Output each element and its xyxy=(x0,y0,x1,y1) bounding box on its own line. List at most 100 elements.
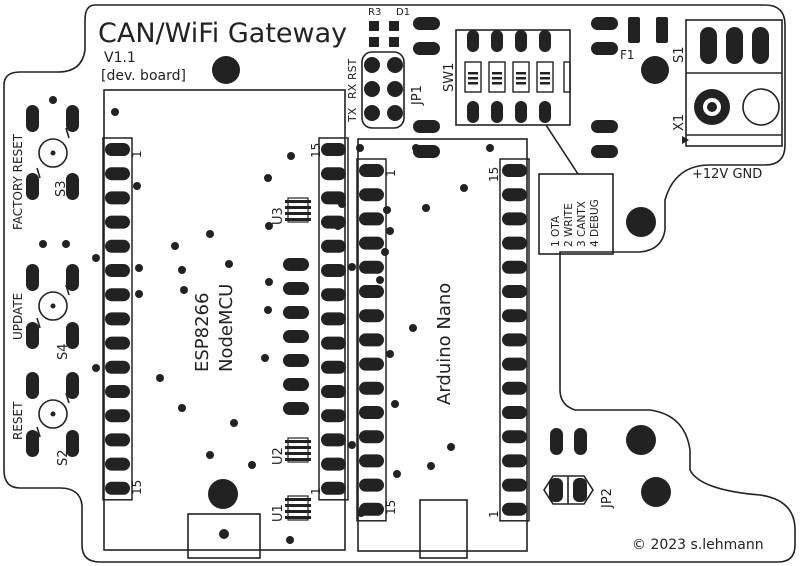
capacitor-pad xyxy=(283,282,309,295)
arduino-right-header xyxy=(499,158,530,522)
header-pin xyxy=(321,264,346,277)
via xyxy=(447,443,455,451)
header-pin xyxy=(359,478,384,492)
header-pin xyxy=(359,454,384,468)
via xyxy=(381,248,389,256)
x1-label: X1 xyxy=(672,114,687,131)
mounting-hole xyxy=(626,425,656,455)
header-pin xyxy=(321,239,346,253)
sw1-switch-knob xyxy=(540,72,550,75)
jp1-rx-label: RX xyxy=(346,83,359,99)
header-pin xyxy=(502,381,527,395)
header-pin xyxy=(105,433,130,447)
sw1-dip-switch xyxy=(464,30,571,123)
jp1-label: JP1 xyxy=(410,85,425,106)
pad xyxy=(92,364,100,372)
header-pin xyxy=(105,312,130,326)
header-pin xyxy=(359,164,384,177)
capacitor-pad xyxy=(283,306,309,319)
capacitor-pad xyxy=(283,402,309,415)
via xyxy=(178,404,186,412)
r3-pad xyxy=(369,37,379,47)
chip-pin xyxy=(285,504,311,507)
header-pin xyxy=(502,406,527,419)
header-pin xyxy=(321,167,346,181)
header-pin xyxy=(321,481,346,495)
header-outline xyxy=(356,158,387,522)
sw1-switch-slot xyxy=(536,61,554,93)
header-pin xyxy=(502,212,527,226)
header-pin xyxy=(359,236,384,250)
header-pin xyxy=(359,430,384,444)
board-variant: [dev. board] xyxy=(101,68,186,84)
mounting-hole xyxy=(212,56,240,84)
f1-pad xyxy=(656,17,668,43)
via xyxy=(265,222,273,230)
u1-chip xyxy=(285,495,311,521)
sw1-switch-knob xyxy=(540,82,550,85)
via xyxy=(206,451,214,459)
via xyxy=(348,441,356,449)
via xyxy=(393,470,401,478)
pad xyxy=(591,17,618,30)
chip-pin xyxy=(285,212,311,215)
via xyxy=(338,200,346,208)
capacitor-pad xyxy=(283,354,309,367)
capacitor-pads xyxy=(283,258,309,415)
u3-chip xyxy=(285,197,311,223)
r3-label: R3 xyxy=(368,7,381,18)
sw1-switch-knob xyxy=(516,72,526,75)
via xyxy=(264,306,272,314)
pad xyxy=(413,17,440,30)
arduino-label: Arduino Nano xyxy=(434,283,455,405)
via xyxy=(264,174,272,182)
via xyxy=(386,227,394,235)
arduino-pin15-label: 15 xyxy=(384,500,398,515)
sw1-pin xyxy=(467,101,479,123)
switch-legend-1: 1 OTA xyxy=(550,215,562,247)
via xyxy=(412,144,420,152)
nodemcu-label-line2: NodeMCU xyxy=(216,284,237,372)
header-pin xyxy=(502,260,527,274)
header-pin xyxy=(359,406,384,419)
sw1-label: SW1 xyxy=(442,63,457,92)
header-pin xyxy=(359,333,384,347)
chip-pin xyxy=(285,498,311,501)
mounting-hole xyxy=(208,479,238,509)
pad xyxy=(591,145,618,158)
board-outline xyxy=(3,4,796,563)
header-pin xyxy=(321,215,346,229)
arduino-pin1-label: 1 xyxy=(487,510,501,518)
nodemcu-pin1-label: 1 xyxy=(130,150,144,158)
via xyxy=(409,324,417,332)
s1-pin xyxy=(752,27,769,64)
via xyxy=(357,509,365,517)
chip-pin xyxy=(285,452,311,455)
f1-label: F1 xyxy=(620,48,635,62)
arduino-pin15-label: 15 xyxy=(487,167,501,182)
via xyxy=(422,204,430,212)
d1-pad xyxy=(389,21,399,31)
header-pin xyxy=(502,357,527,371)
via xyxy=(261,354,269,362)
via xyxy=(334,222,342,230)
chip-outline xyxy=(287,495,309,521)
header-pin xyxy=(105,264,130,277)
copyright: © 2023 s.lehmann xyxy=(632,537,764,553)
pad xyxy=(413,120,440,133)
power-label: +12V GND xyxy=(692,167,762,182)
header-pin xyxy=(321,360,346,374)
header-outline xyxy=(102,137,133,501)
sw1-pin xyxy=(515,30,527,52)
sw1-switch-knob xyxy=(468,82,478,85)
jp2-label: JP2 xyxy=(600,488,615,509)
jp2-solder-jumper xyxy=(543,475,594,505)
nodemcu-usb-outline xyxy=(187,513,261,559)
header-pin xyxy=(105,457,130,471)
header-pin xyxy=(105,215,130,229)
header-pin xyxy=(502,164,527,177)
sw1-switch-knob xyxy=(492,82,502,85)
via xyxy=(427,462,435,470)
sw1-switch-knob xyxy=(516,77,526,80)
header-pin xyxy=(321,457,346,471)
